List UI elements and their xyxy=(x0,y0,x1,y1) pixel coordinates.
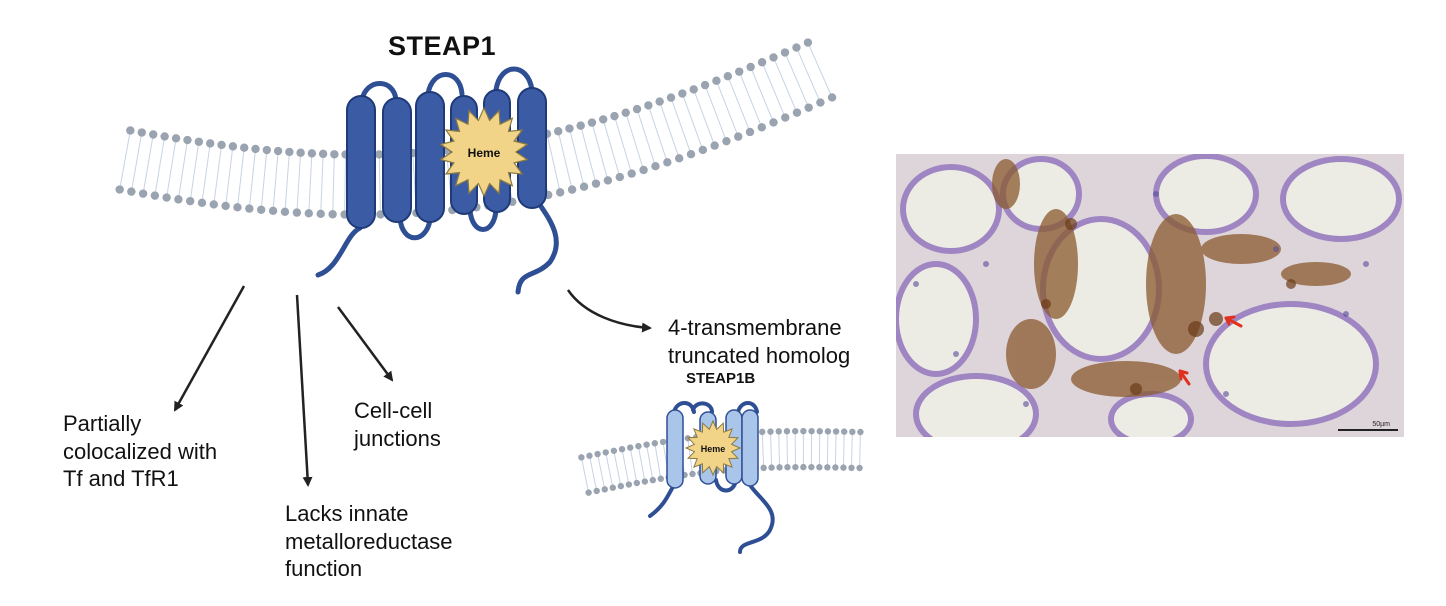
heme-icon-small: Heme xyxy=(684,419,742,477)
steap1-title: STEAP1 xyxy=(388,31,497,61)
colocalized-label: Partially colocalized with Tf and TfR1 xyxy=(63,411,218,491)
arrow-icon xyxy=(336,306,394,382)
arrow-icon xyxy=(295,294,313,487)
metalloreductase-label: Lacks innate metalloreductase function xyxy=(285,501,453,581)
junctions-label: Cell-cell junctions xyxy=(354,398,441,451)
arrows xyxy=(173,285,652,487)
heme-icon: Heme xyxy=(439,106,529,198)
heme-label: Heme xyxy=(468,146,501,160)
arrow-icon xyxy=(173,285,246,412)
steap1-protein xyxy=(315,66,559,295)
micrograph-art xyxy=(896,154,1404,437)
scale-bar xyxy=(1338,429,1398,431)
arrow-icon xyxy=(566,289,652,333)
immunohistochemistry-image: 50µm xyxy=(896,154,1404,437)
heme-label-b: Heme xyxy=(701,444,726,454)
truncated-homolog-label: 4-transmembrane truncated homolog xyxy=(668,315,851,368)
steap1b-title: STEAP1B xyxy=(686,370,756,387)
scale-label: 50µm xyxy=(1372,421,1390,428)
